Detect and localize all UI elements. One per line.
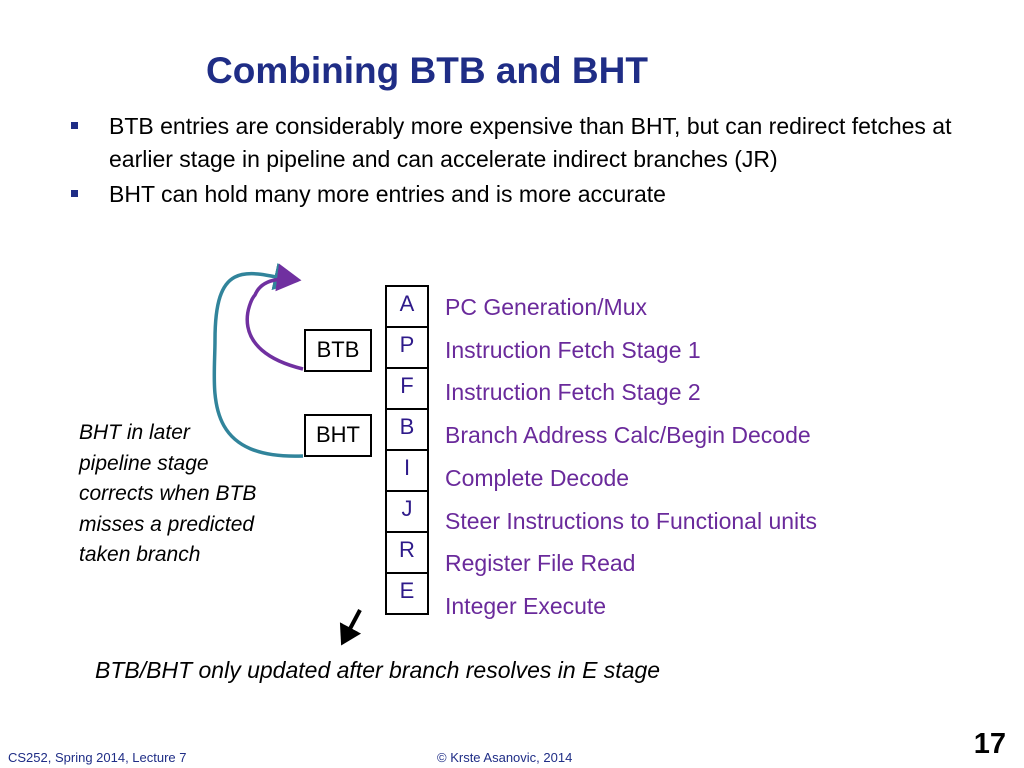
bullet-list: BTB entries are considerably more expens…	[68, 110, 968, 211]
stage-description: PC Generation/Mux	[445, 294, 647, 320]
stage-description: Instruction Fetch Stage 2	[445, 379, 701, 405]
square-bullet-icon	[71, 122, 78, 129]
btb-box: BTB	[304, 329, 372, 372]
stage-description: Instruction Fetch Stage 1	[445, 337, 701, 363]
stage-description: Register File Read	[445, 550, 636, 576]
bullet-text: BHT can hold many more entries and is mo…	[109, 181, 666, 207]
stage-description: Branch Address Calc/Begin Decode	[445, 422, 811, 448]
btb-redirect-arrow-icon	[245, 263, 304, 371]
stage-description: Complete Decode	[445, 465, 630, 491]
stage-cell: E	[385, 572, 429, 615]
bht-redirect-arrow-icon	[212, 262, 304, 458]
bht-box: BHT	[304, 414, 372, 457]
bullet-item: BTB entries are considerably more expens…	[68, 110, 968, 176]
slide-title: Combining BTB and BHT	[206, 50, 648, 91]
footer-copyright: © Krste Asanovic, 2014	[437, 750, 573, 765]
bullet-item: BHT can hold many more entries and is mo…	[68, 178, 968, 211]
stage-cell: R	[385, 531, 429, 574]
footer-course: CS252, Spring 2014, Lecture 7	[8, 750, 187, 765]
stage-description: Integer Execute	[445, 593, 607, 619]
stage-cell: F	[385, 367, 429, 410]
bullet-text: BTB entries are considerably more expens…	[109, 113, 952, 172]
stage-cell: I	[385, 449, 429, 492]
update-arrow-icon	[339, 609, 362, 646]
square-bullet-icon	[71, 190, 78, 197]
bht-correction-note: BHT in later pipeline stage corrects whe…	[79, 421, 257, 566]
stage-cell: P	[385, 326, 429, 369]
stage-cell: J	[385, 490, 429, 533]
stage-cell: A	[385, 285, 429, 328]
pipeline-stages: A P F B I J R E	[385, 285, 429, 615]
page-number: 17	[973, 728, 1006, 760]
update-note: BTB/BHT only updated after branch resolv…	[95, 657, 661, 683]
stage-cell: B	[385, 408, 429, 451]
stage-description: Steer Instructions to Functional units	[445, 508, 818, 534]
